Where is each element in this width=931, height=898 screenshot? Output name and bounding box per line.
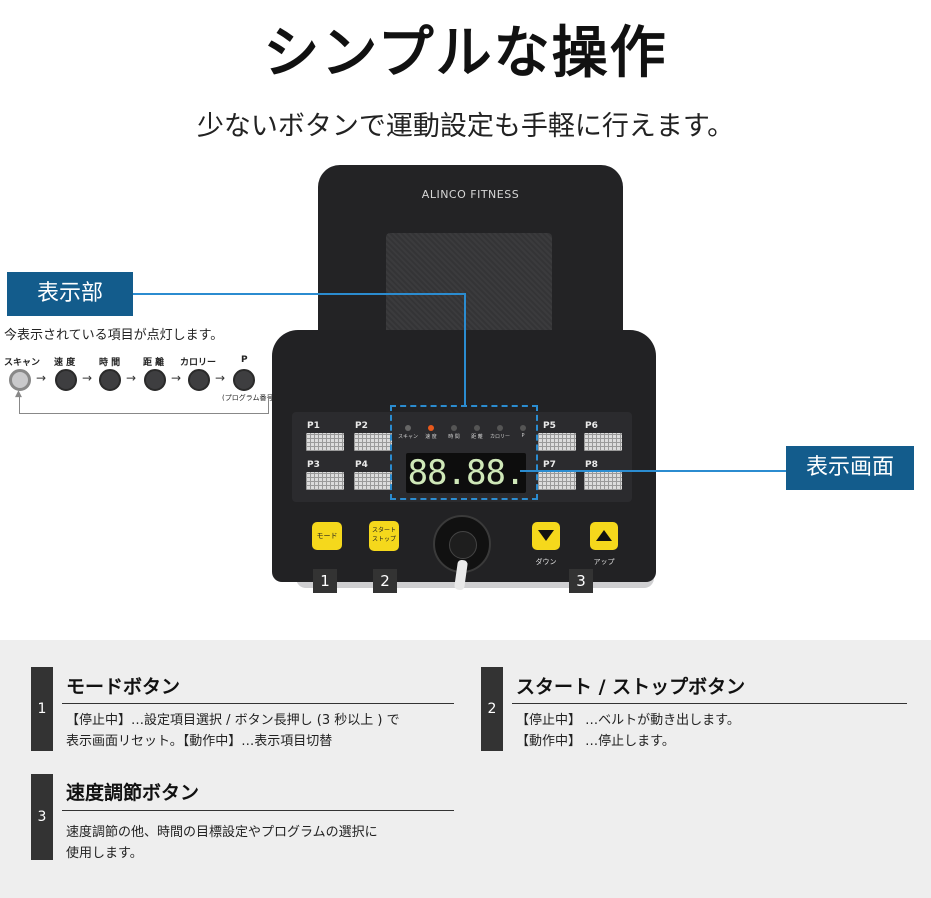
legend-label-program: P: [241, 355, 248, 365]
indicator-label-scan: スキャン: [397, 434, 418, 440]
program-label-p2: P2: [355, 421, 368, 431]
legend-dot-time: [99, 369, 121, 391]
callout-screen: 表示画面: [786, 446, 914, 490]
item-number-3: 3: [31, 774, 53, 860]
legend-loop-line: [19, 396, 269, 414]
program-graph-p7: [538, 472, 576, 490]
item-divider: [512, 703, 907, 704]
program-label-p3: P3: [307, 460, 320, 470]
segment-display: 88.88.: [406, 453, 526, 493]
legend-arrow-icon: →: [36, 371, 47, 385]
display-area-highlight: [390, 405, 538, 500]
mode-button-desc-line2: 表示画面リセット。【動作中】…表示項目切替: [66, 734, 333, 749]
legend-dot-scan: [9, 369, 31, 391]
item-divider: [62, 703, 454, 704]
legend-dot-program: [233, 369, 255, 391]
brand-logo-text: ALINCO FITNESS: [421, 188, 520, 201]
program-graph-p2: [354, 433, 392, 451]
program-graph-p6: [584, 433, 622, 451]
start-stop-desc-line2: 【動作中】 …停止します。: [516, 734, 675, 749]
speed-up-button[interactable]: [590, 522, 618, 550]
item-number-1: 1: [31, 667, 53, 751]
indicator-lamp-scan: [405, 425, 411, 431]
program-graph-p8: [584, 472, 622, 490]
safety-key-dial[interactable]: [433, 515, 491, 573]
loop-arrow-icon: ▲: [15, 389, 22, 399]
start-stop-button-title: スタート / ストップボタン: [516, 676, 746, 698]
callout-line-horizontal: [133, 293, 465, 295]
mode-button-title: モードボタン: [66, 676, 181, 698]
mode-button[interactable]: モード: [312, 522, 342, 550]
indicator-lamp-time: [451, 425, 457, 431]
program-graph-p4: [354, 472, 392, 490]
number-tag-1: 1: [313, 569, 337, 593]
indicator-lamp-speed: [428, 425, 434, 431]
callout-display-area: 表示部: [7, 272, 133, 316]
down-button-caption: ダウン: [535, 558, 557, 566]
speed-down-button[interactable]: [532, 522, 560, 550]
program-label-p5: P5: [543, 421, 556, 431]
callout-line-vertical: [464, 293, 466, 405]
down-arrow-icon: [538, 530, 554, 541]
legend-dot-speed: [55, 369, 77, 391]
up-button-caption: アップ: [593, 558, 615, 566]
legend-label-distance: 距 離: [143, 358, 165, 368]
legend-dot-distance: [144, 369, 166, 391]
legend-arrow-icon: →: [82, 371, 93, 385]
item-divider: [62, 810, 454, 811]
page-subtitle: 少ないボタンで運動設定も手軽に行えます。: [196, 111, 735, 142]
program-label-p6: P6: [585, 421, 598, 431]
program-label-p7: P7: [543, 460, 556, 470]
legend-label-calorie: カロリー: [180, 358, 217, 368]
up-arrow-icon: [596, 530, 612, 541]
program-graph-p1: [306, 433, 344, 451]
program-graph-p3: [306, 472, 344, 490]
legend-arrow-icon: →: [171, 371, 182, 385]
program-label-p1: P1: [307, 421, 320, 431]
indicator-label-speed: 速 度: [425, 434, 437, 440]
legend-label-scan: スキャン: [4, 358, 41, 368]
number-tag-2: 2: [373, 569, 397, 593]
program-graph-p5: [538, 433, 576, 451]
start-stop-label-line2: ストップ: [371, 536, 396, 543]
explanation-panel: [0, 640, 931, 898]
mode-button-desc-line1: 【停止中】…設定項目選択 / ボタン長押し (3 秒以上 ) で: [66, 713, 400, 728]
indicator-lamp-program: [520, 425, 526, 431]
start-stop-label-line1: スタート: [371, 527, 396, 534]
program-label-p8: P8: [585, 460, 598, 470]
legend-arrow-icon: →: [126, 371, 137, 385]
legend-program-note: (プログラム番号): [222, 394, 277, 402]
indicator-label-program: P: [521, 433, 525, 439]
indicator-label-time: 時 間: [448, 434, 460, 440]
display-cover: [386, 233, 552, 341]
start-stop-desc-line1: 【停止中】 …ベルトが動き出します。: [516, 713, 740, 728]
speed-button-desc-line2: 使用します。: [66, 846, 143, 861]
indicator-label-distance: 距 離: [471, 434, 483, 440]
display-area-description: 今表示されている項目が点灯します。: [4, 328, 224, 343]
legend-arrow-icon: →: [215, 371, 226, 385]
speed-button-desc-line1: 速度調節の他、時間の目標設定やプログラムの選択に: [66, 825, 378, 840]
speed-button-title: 速度調節ボタン: [66, 782, 200, 804]
legend-dot-calorie: [188, 369, 210, 391]
indicator-lamp-calorie: [497, 425, 503, 431]
indicator-label-calorie: カロリー: [489, 434, 510, 440]
legend-label-speed: 速 度: [54, 358, 76, 368]
indicator-lamp-distance: [474, 425, 480, 431]
legend-label-time: 時 間: [99, 358, 121, 368]
program-label-p4: P4: [355, 460, 368, 470]
start-stop-button[interactable]: スタート ストップ: [369, 521, 399, 551]
number-tag-3: 3: [569, 569, 593, 593]
screen-callout-line: [520, 470, 786, 472]
item-number-2: 2: [481, 667, 503, 751]
page-title: シンプルな操作: [263, 21, 668, 86]
